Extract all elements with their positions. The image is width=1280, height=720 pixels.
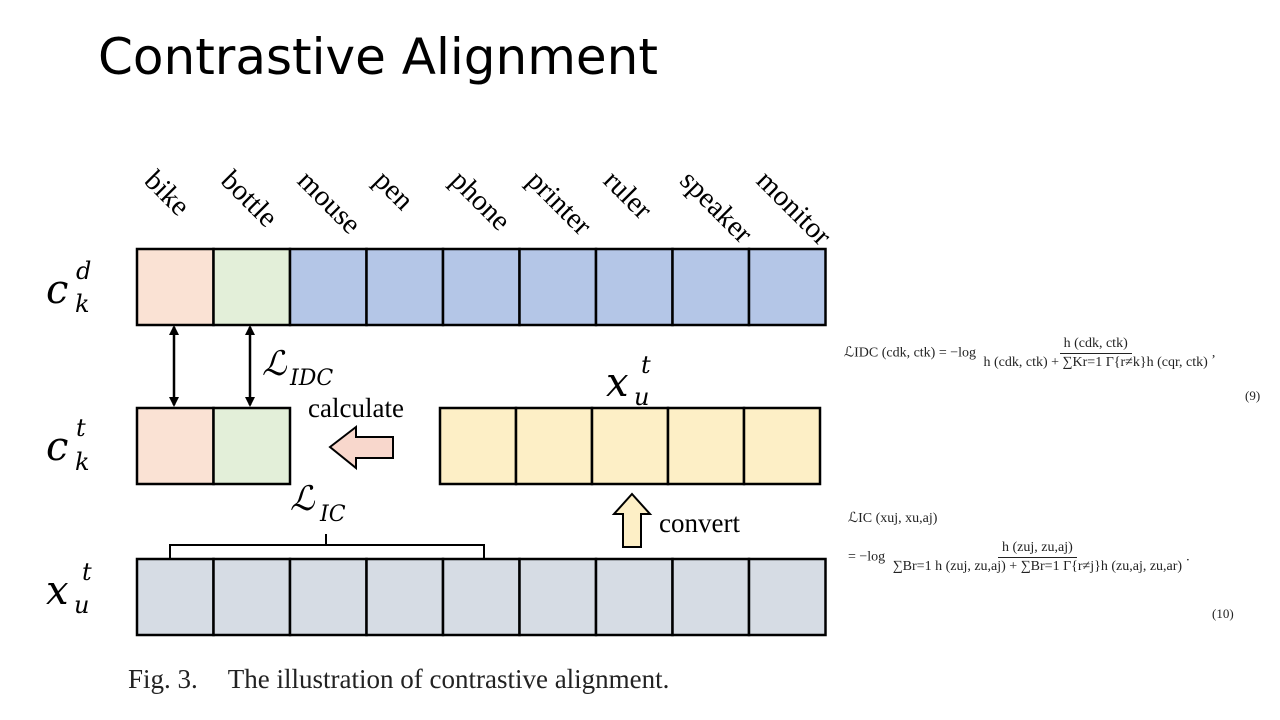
xu-bottom-cell bbox=[441, 557, 521, 637]
xu-top-cell bbox=[666, 406, 746, 486]
xu-bottom-cell bbox=[212, 557, 292, 637]
cd-cell-bike bbox=[135, 247, 215, 327]
eq9-fraction: h (cdk, ctk) h (cdk, ctk) + ∑Kr=1 Γ{r≠k}… bbox=[980, 336, 1212, 371]
cd-cell-monitor bbox=[747, 247, 827, 327]
category-label-bottle: bottle bbox=[215, 164, 284, 233]
xu-bottom-row-label: x bbox=[46, 568, 69, 614]
eq9-number: (9) bbox=[1245, 388, 1261, 403]
cd-row-label-sup: d bbox=[76, 257, 91, 285]
xu-bottom-cell bbox=[288, 557, 368, 637]
xu-top-cell bbox=[742, 406, 822, 486]
eq10-number: (10) bbox=[1212, 606, 1234, 621]
ct-cell-bike bbox=[135, 406, 215, 486]
category-label-pen: pen bbox=[368, 164, 421, 217]
equation-9: ℒIDC (cdk, ctk) = −log h (cdk, ctk) h (c… bbox=[844, 336, 1216, 371]
cd-row-label-sub: k bbox=[75, 290, 90, 318]
loss-idc-sub: IDC bbox=[289, 366, 333, 391]
xu-bottom-cell bbox=[747, 557, 827, 637]
xu-top-cell bbox=[590, 406, 670, 486]
eq9-denominator: h (cdk, ctk) + ∑Kr=1 Γ{r≠k}h (cqr, ctk) bbox=[983, 355, 1208, 370]
figure-caption-text: The illustration of contrastive alignmen… bbox=[227, 664, 670, 694]
xu-bottom-row-label-sub: u bbox=[74, 591, 89, 619]
slide-title: Contrastive Alignment bbox=[98, 28, 658, 86]
calculate-label: calculate bbox=[308, 393, 404, 423]
xu-top-cell bbox=[438, 406, 518, 486]
xu-top-row-label: x bbox=[606, 360, 629, 406]
loss-idc-label: ℒ bbox=[262, 344, 288, 384]
loss-ic-brace bbox=[169, 534, 485, 558]
xu-top-cell bbox=[514, 406, 594, 486]
ct-cell-bottle bbox=[212, 406, 292, 486]
eq9-numerator: h (cdk, ctk) bbox=[1059, 336, 1132, 354]
category-label-mouse: mouse bbox=[291, 164, 367, 240]
xu-bottom-cell bbox=[671, 557, 751, 637]
xu-top-vector-row bbox=[438, 406, 822, 486]
cd-cell-speaker bbox=[671, 247, 751, 327]
eq10-prefix: = −log bbox=[848, 549, 886, 565]
cd-row-label: c bbox=[46, 267, 68, 313]
convert-arrow bbox=[611, 492, 653, 548]
xu-bottom-cell bbox=[365, 557, 445, 637]
ct-row-label-sub: k bbox=[75, 448, 90, 476]
xu-bottom-cell bbox=[135, 557, 215, 637]
ct-row-label-sup: t bbox=[76, 414, 86, 442]
loss-ic-label: ℒ bbox=[290, 479, 316, 519]
category-label-printer: printer bbox=[521, 164, 599, 242]
eq10-fraction: h (zuj, zu,aj) ∑Br=1 h (zuj, zu,aj) + ∑B… bbox=[889, 540, 1186, 575]
cd-cell-bottle bbox=[212, 247, 292, 327]
equation-10-lhs: ℒIC (xuj, xu,aj) bbox=[848, 511, 938, 526]
category-label-monitor: monitor bbox=[750, 164, 838, 252]
equation-10: = −log h (zuj, zu,aj) ∑Br=1 h (zuj, zu,a… bbox=[848, 540, 1190, 575]
cd-cell-mouse bbox=[288, 247, 368, 327]
cd-cell-ruler bbox=[594, 247, 674, 327]
cd-cell-printer bbox=[518, 247, 598, 327]
eq10-denominator: ∑Br=1 h (zuj, zu,aj) + ∑Br=1 Γ{r≠j}h (zu… bbox=[892, 559, 1183, 574]
loss-ic-sub: IC bbox=[319, 502, 346, 527]
figure-number: Fig. 3. bbox=[128, 664, 198, 694]
convert-label: convert bbox=[659, 508, 740, 538]
figure-caption: Fig. 3. The illustration of contrastive a… bbox=[128, 664, 699, 695]
category-label-bike: bike bbox=[138, 164, 196, 222]
ct-row-label: c bbox=[46, 424, 68, 470]
calculate-arrow bbox=[328, 424, 394, 471]
category-label-ruler: ruler bbox=[597, 164, 659, 226]
category-label-speaker: speaker bbox=[674, 164, 759, 249]
xu-bottom-cell bbox=[518, 557, 598, 637]
eq10-numerator: h (zuj, zu,aj) bbox=[998, 540, 1077, 558]
xu-bottom-cell bbox=[594, 557, 674, 637]
ct-vector-row bbox=[135, 406, 292, 486]
cd-cell-pen bbox=[365, 247, 445, 327]
xu-top-row-label-sup: t bbox=[641, 351, 651, 379]
category-label-phone: phone bbox=[444, 164, 517, 237]
xu-bottom-vector-row bbox=[135, 557, 827, 637]
eq9-lhs: ℒIDC (cdk, ctk) = −log bbox=[844, 345, 977, 361]
xu-bottom-row-label-sup: t bbox=[82, 558, 92, 586]
cd-vector-row bbox=[135, 247, 827, 327]
xu-top-row-label-sub: u bbox=[634, 383, 649, 411]
cd-cell-phone bbox=[441, 247, 521, 327]
